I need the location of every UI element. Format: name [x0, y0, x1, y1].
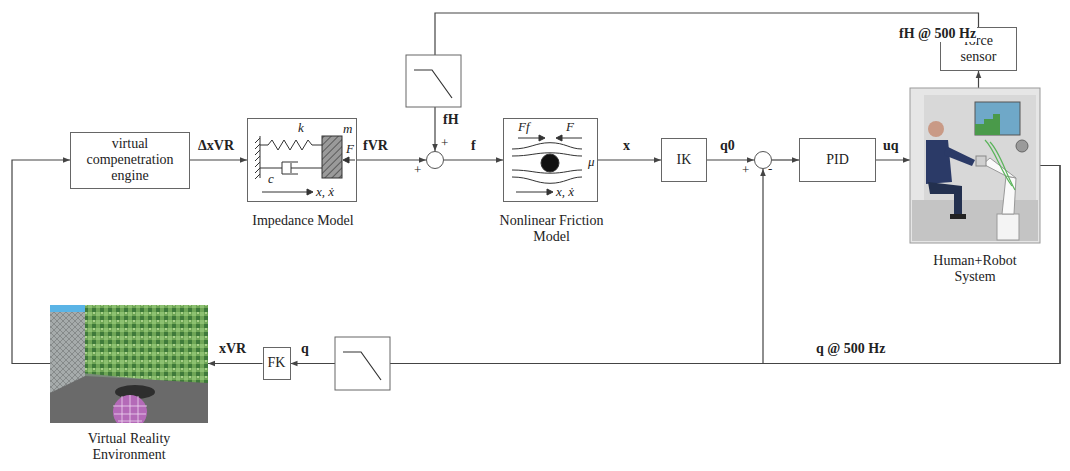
process-box: FK [263, 347, 291, 380]
caption: Human+Robot System [920, 253, 1030, 285]
signal-label: f [470, 138, 477, 154]
symbol-label: Ff [518, 120, 530, 135]
symbol-label: x, ẋ [556, 185, 574, 200]
signal-line [444, 159, 503, 160]
caption: Virtual Reality Environment [64, 431, 194, 463]
signal-label: xVR [218, 341, 247, 357]
symbol-label: + [742, 163, 749, 178]
node-text: FK [268, 355, 286, 371]
symbol-label: μ [588, 155, 595, 170]
symbol-label: m [343, 122, 352, 137]
low-pass-filter [335, 337, 390, 390]
signal-label: fVR [362, 138, 389, 154]
friction-model-box: FfFμx, ẋNonlinear Friction Model [503, 118, 598, 202]
caption: Impedance Model [228, 213, 378, 229]
caption: Nonlinear Friction Model [492, 213, 612, 245]
signal-line [357, 159, 426, 160]
impedance-model-box: kcmFx, ẋImpedance Model [247, 118, 357, 202]
signal-label: uq [882, 138, 900, 154]
symbol-label: - [768, 162, 772, 177]
symbol-label: F [566, 120, 574, 135]
summing-junction: +- [754, 151, 772, 169]
signal-line [598, 159, 661, 160]
signal-line [707, 159, 754, 160]
process-box: IK [661, 138, 707, 182]
vr-screenshot [50, 305, 208, 423]
signal-line [876, 159, 910, 160]
process-box: virtual compenetration engine [70, 132, 190, 189]
summing-junction: ++ [426, 151, 444, 169]
low-pass-filter [406, 55, 461, 107]
symbol-label: F [346, 142, 354, 157]
signal-label: q @ 500 Hz [815, 341, 886, 357]
signal-line [435, 13, 979, 151]
signal-label: ΔxVR [197, 138, 235, 154]
signal-label: fH [442, 112, 460, 128]
symbol-label: + [414, 163, 421, 178]
mass-spring-damper [255, 136, 355, 195]
node-text: PID [826, 152, 849, 168]
symbol-label: x, ẋ [316, 185, 334, 200]
signal-line [190, 159, 247, 160]
signal-line [772, 159, 799, 160]
signal-label: q0 [719, 138, 736, 154]
node-text: virtual compenetration engine [76, 136, 184, 184]
environment-image: Virtual Reality Environment [50, 305, 208, 423]
signal-label: fH @ 500 Hz [898, 26, 977, 42]
signal-label: q [300, 341, 310, 357]
human-robot-photo [910, 88, 1040, 243]
symbol-label: k [298, 121, 304, 136]
signal-label: x [622, 138, 631, 154]
system-image: Human+Robot System [910, 88, 1040, 243]
node-text: IK [677, 152, 692, 168]
process-box: PID [799, 138, 876, 182]
symbol-label: + [441, 136, 448, 151]
signal-line [978, 71, 979, 88]
symbol-label: c [268, 172, 274, 187]
signal-line [208, 363, 263, 364]
